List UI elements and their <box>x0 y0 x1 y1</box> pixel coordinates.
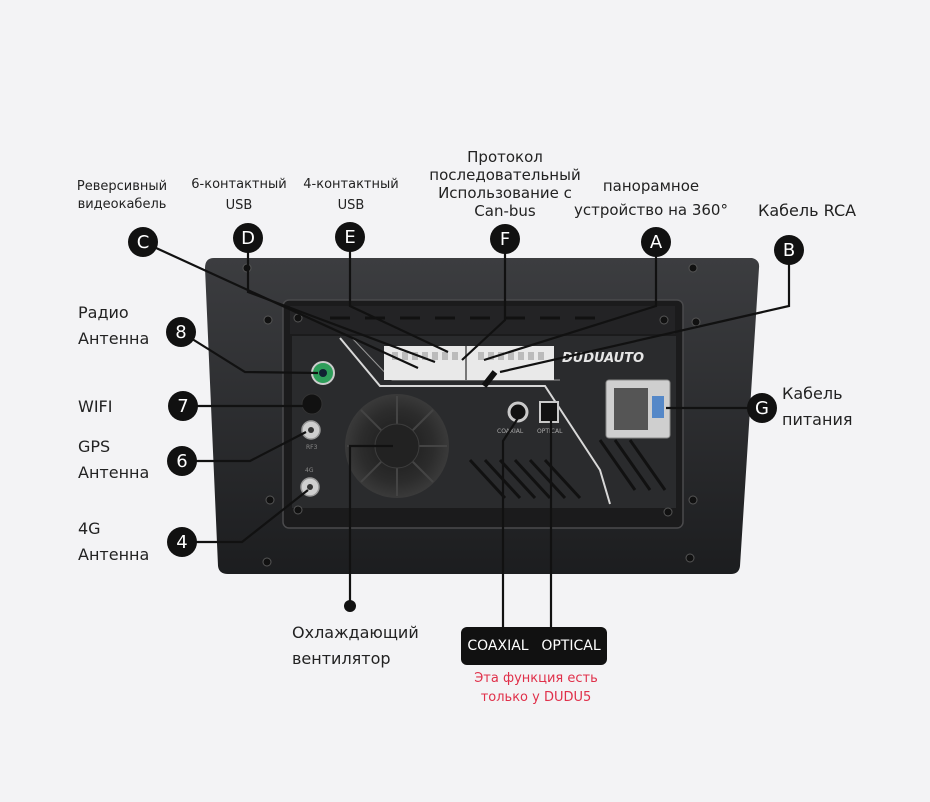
label-7: WIFI <box>78 397 113 416</box>
badge-a: A <box>641 227 671 257</box>
label-c: Реверсивный видеокабель <box>76 179 168 212</box>
badge-e: E <box>335 222 365 252</box>
optical-label: OPTICAL <box>541 638 601 654</box>
badge-c: C <box>128 227 158 257</box>
body-accent-stripe <box>339 337 611 505</box>
hanging-cable <box>481 370 498 388</box>
note-line-1: Эта функция есть <box>474 671 598 686</box>
coaxial-port <box>507 401 529 423</box>
badge-8: 8 <box>166 317 196 347</box>
badge-6: 6 <box>167 446 197 476</box>
badge-d: D <box>233 223 263 253</box>
gps-port-mark: RF3 <box>306 444 318 451</box>
badge-g: G <box>747 393 777 423</box>
leader-lines <box>142 237 791 627</box>
label-b: Кабель RCA <box>758 201 857 220</box>
badge-4: 4 <box>167 527 197 557</box>
fan-leader-dot <box>344 600 356 612</box>
audio-output-box: COAXIAL OPTICAL <box>461 627 607 665</box>
coaxial-label: COAXIAL <box>467 638 529 654</box>
screws <box>242 263 701 567</box>
4g-port-mark: 4G <box>305 467 314 474</box>
badge-7: 7 <box>168 391 198 421</box>
connector-pins <box>392 352 544 360</box>
note-line-2: только у DUDU5 <box>480 689 592 705</box>
dudu5-note: Эта функция есть только у DUDU5 <box>466 670 606 708</box>
badge-f: F <box>490 224 520 254</box>
wifi-antenna-port <box>301 393 323 415</box>
badge-b: B <box>774 235 804 265</box>
optical-port <box>539 401 559 423</box>
connector-strip <box>384 346 554 380</box>
brand-logo: DUDUAUTO <box>562 351 644 366</box>
